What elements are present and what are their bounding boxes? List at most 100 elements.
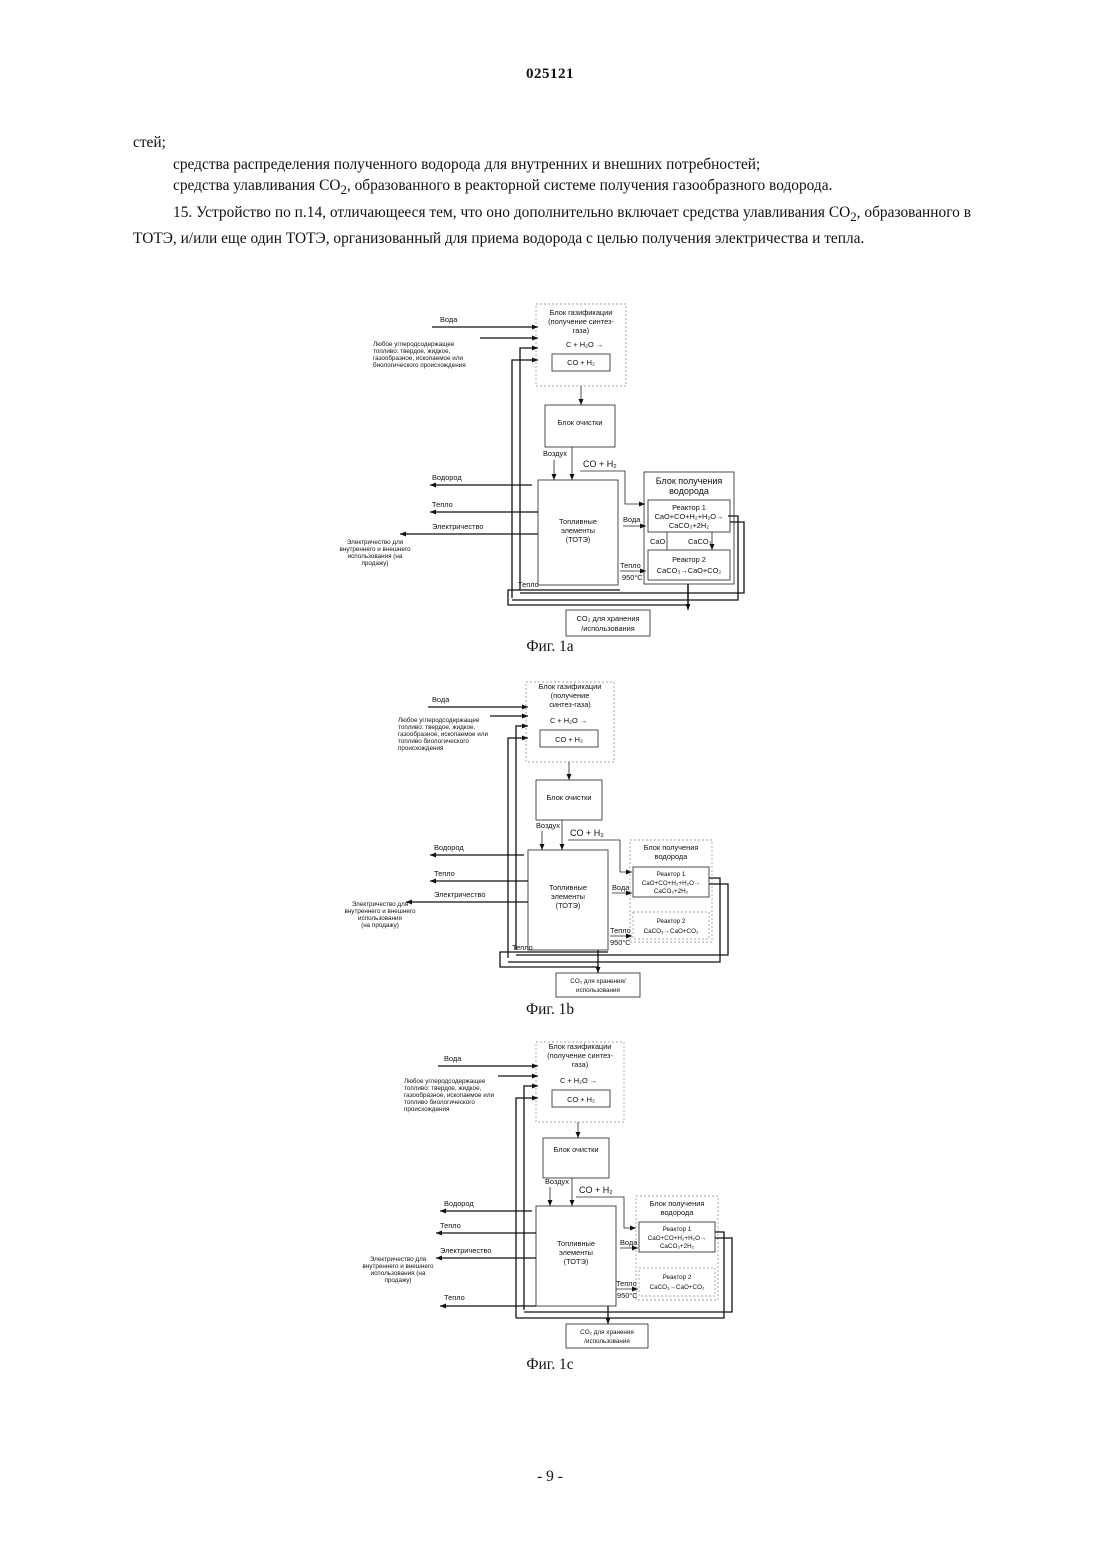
fuel-label: Любое углеродсодержащее <box>373 340 455 348</box>
fuel-label: газообразное, ископаемое или <box>398 730 488 738</box>
cleaning-label: Блок очистки <box>547 793 592 802</box>
return-line <box>516 726 528 950</box>
arrow-head <box>532 325 538 330</box>
gasification-title: Блок газификации <box>539 682 602 691</box>
reactor-2-label: Реактор 2 <box>663 1274 692 1281</box>
water-in-label: Вода <box>612 883 630 892</box>
gasification-title: (получение синтез- <box>548 317 614 326</box>
sofc-label: (ТОТЭ) <box>556 901 581 910</box>
reactor-2 <box>639 1268 715 1296</box>
figure-1a-diagram: Блок газификации (получение синтез- газа… <box>340 300 760 640</box>
reactor-1-equation: CaO+CO+H₂+H₂O→ <box>655 512 724 521</box>
reactor-1-equation: CaO+CO+H₂+H₂O→ <box>648 1235 707 1242</box>
gasification-title: Блок газификации <box>549 1042 612 1051</box>
figure-1c: Блок газификации (получение синтез- газа… <box>340 1040 760 1350</box>
air-label: Воздух <box>545 1177 569 1186</box>
syngas-label: CO + H₂ <box>567 358 595 367</box>
air-label: Воздух <box>536 821 560 830</box>
arrow-head <box>532 1096 538 1101</box>
arrow-head <box>630 1226 636 1231</box>
return-line <box>508 738 528 958</box>
electricity-note: (на продажу) <box>361 922 399 929</box>
co2-label: CO₂ для хранения/ <box>570 978 626 985</box>
reactor-2-label: Реактор 2 <box>657 918 686 925</box>
arrow-head <box>596 967 601 973</box>
reactor-2-equation: CaCO₃→CaO+CO₂ <box>657 566 722 575</box>
claim-15: 15. Устройство по п.14, отличающееся тем… <box>133 202 971 250</box>
co-h2-line <box>580 471 645 504</box>
arrow-head <box>567 774 572 780</box>
sofc-label: Топливные <box>559 517 597 526</box>
caco3-label: CaCO₃ <box>688 537 712 546</box>
arrow-head <box>532 358 538 363</box>
fuel-label: топливо: твердое, жидкое, <box>398 724 476 731</box>
electricity-note: использования <box>358 915 402 922</box>
electricity-note: использования (на <box>371 1270 426 1277</box>
water-label: Вода <box>440 315 458 324</box>
hydrogen-block-title: Блок получения <box>644 843 699 852</box>
water-label: Вода <box>444 1054 462 1063</box>
cleaning-label: Блок очистки <box>554 1145 599 1154</box>
reactor-1-equation: CaCO₃+2H₂ <box>669 521 709 530</box>
heat-label: Тепло <box>434 869 455 878</box>
co-h2-label: CO + H₂ <box>579 1185 613 1195</box>
electricity-note: внутреннего и внешнего <box>344 908 416 915</box>
arrow-head <box>430 853 436 858</box>
co2-label: /использования <box>584 1338 630 1345</box>
arrow-head <box>686 604 691 610</box>
electricity-label: Электричество <box>440 1246 491 1255</box>
figure-1a: Блок газификации (получение синтез- газа… <box>340 300 760 640</box>
fuel-label: биологического происхождения <box>373 361 466 369</box>
electricity-note: Электричество для <box>352 901 408 908</box>
fuel-label: топливо: твердое, жидкое, <box>404 1085 482 1092</box>
arrow-head <box>436 1256 442 1261</box>
heat-label: Тепло <box>432 500 453 509</box>
fuel-label: происхождения <box>398 745 443 752</box>
reactor-1-label: Реактор 1 <box>672 503 706 512</box>
fuel-label: газообразное, ископаемое или <box>404 1091 494 1099</box>
arrow-head <box>576 1132 581 1138</box>
arrow-head <box>552 474 557 480</box>
heat-internal-label: Тепло <box>616 1279 637 1288</box>
hydrogen-block-title: Блок получения <box>650 1199 705 1208</box>
fuel-label: топливо: твердое, жидкое, <box>373 348 451 355</box>
return-line <box>512 360 538 598</box>
fuel-label: газообразное, ископаемое или <box>373 354 463 362</box>
heat-bottom-label: Тепло <box>512 943 533 952</box>
arrow-head <box>430 510 436 515</box>
arrow-head <box>626 870 632 875</box>
arrow-head <box>570 1200 575 1206</box>
gasification-title: синтез-газа) <box>549 700 591 709</box>
gasification-title: Блок газификации <box>550 308 613 317</box>
temperature-label: 950°C <box>617 1291 638 1300</box>
figure-1b: Блок газификации (получение синтез-газа)… <box>340 680 760 1000</box>
text-line-2: средства распределения полученного водор… <box>133 154 971 176</box>
electricity-note: продажу) <box>385 1277 412 1284</box>
fuel-label: топливо биологического <box>404 1098 475 1106</box>
gasification-title: (получение синтез- <box>547 1051 613 1060</box>
patent-number: 025121 <box>0 66 1100 83</box>
reactor-1-equation: CaO+CO+H₂+H₂O→ <box>642 880 701 887</box>
loop-line <box>524 1238 732 1312</box>
cao-label: CaO <box>650 537 665 546</box>
air-label: Воздух <box>543 449 567 458</box>
arrow-head <box>710 544 715 550</box>
electricity-note: продажу) <box>362 560 389 567</box>
hydrogen-label: Водород <box>444 1199 474 1208</box>
co2-label: CO₂ для хранения <box>576 614 639 623</box>
electricity-label: Электричество <box>432 522 483 531</box>
heat-internal-label: Тепло <box>620 561 641 570</box>
electricity-label: Электричество <box>434 890 485 899</box>
electricity-note: Электричество для <box>370 1256 426 1263</box>
arrow-head <box>430 483 436 488</box>
arrow-head <box>532 1084 538 1089</box>
figure-1b-caption: Фиг. 1b <box>490 1001 610 1019</box>
reaction-label: C + H₂O → <box>550 716 587 725</box>
sofc-label: элементы <box>559 1248 593 1257</box>
electricity-note: внутреннего и внешнего <box>362 1263 434 1270</box>
sofc-label: (ТОТЭ) <box>564 1257 589 1266</box>
co2-label: CO₂ для хранения <box>580 1329 634 1336</box>
gasification-title: газа) <box>572 1060 589 1069</box>
syngas-label: CO + H₂ <box>567 1095 595 1104</box>
gasification-title: газа) <box>573 326 590 335</box>
